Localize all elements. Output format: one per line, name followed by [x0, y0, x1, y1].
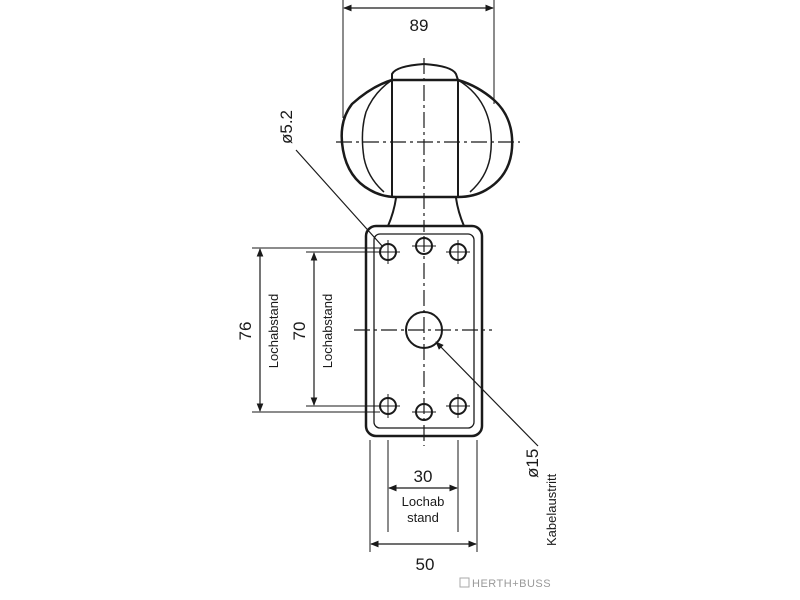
brand-name: HERTH+BUSS	[472, 578, 551, 590]
lamp-lens-inner-left	[361, 79, 393, 193]
dimension-horizontal-30	[387, 440, 459, 532]
vertical-spacing-70-value: 70	[290, 322, 309, 341]
lamp-neck	[387, 197, 465, 227]
dimension-vertical-70	[306, 251, 380, 407]
mounting-holes-bottom	[379, 397, 467, 421]
vertical-spacing-76-value: 76	[236, 322, 255, 341]
dimension-base-width	[369, 440, 478, 552]
base-width-value: 50	[416, 555, 435, 574]
brand-logo-mark	[459, 577, 470, 588]
horizontal-spacing-label-line2: stand	[407, 510, 439, 525]
lamp-centerlines	[336, 58, 520, 232]
lamp-lens-inner-right	[457, 79, 493, 193]
lamp-lens-outer	[340, 78, 514, 199]
dimension-vertical-76	[252, 247, 380, 413]
lamp-housing	[391, 62, 459, 81]
horizontal-spacing-label-line1: Lochab	[402, 494, 445, 509]
mounting-holes-top	[379, 237, 467, 261]
overall-width-value: 89	[410, 16, 429, 35]
lamp-head	[340, 62, 514, 227]
cable-exit-label: Kabelaustritt	[544, 473, 559, 546]
vertical-spacing-76-label: Lochabstand	[266, 294, 281, 368]
base-centerlines	[354, 236, 492, 446]
vertical-spacing-70-label: Lochabstand	[320, 294, 335, 368]
cable-exit-diameter-value: ø15	[523, 449, 542, 478]
dimension-overall-width	[342, 0, 495, 118]
brand-logo: HERTH+BUSS	[459, 577, 551, 590]
cable-exit-leader	[435, 341, 539, 447]
hole-diameter-value: ø5.2	[277, 110, 296, 144]
hole-diameter-leader	[295, 149, 384, 248]
horizontal-spacing-30-value: 30	[414, 467, 433, 486]
mounting-holes-bottom-cross	[376, 394, 470, 418]
